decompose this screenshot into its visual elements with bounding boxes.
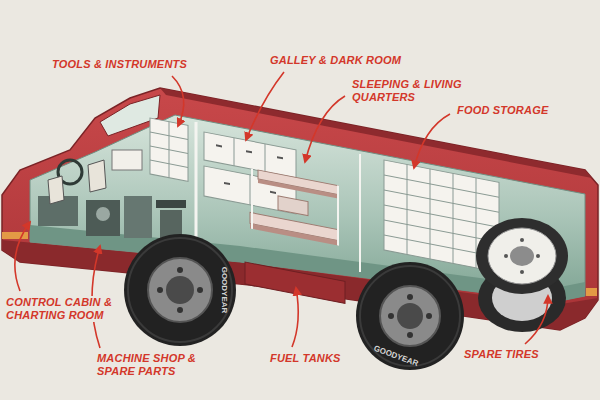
callout-label: SPARE TIRES <box>462 348 541 361</box>
bunk-beds <box>251 169 253 229</box>
rear-wheel <box>356 262 464 370</box>
partition-wall <box>196 122 360 272</box>
galley-cabinets <box>249 175 250 205</box>
spare-tire <box>536 254 540 258</box>
control-cabin <box>88 160 106 192</box>
fuel-tank <box>245 262 345 303</box>
rear-wheel <box>380 286 440 346</box>
leader-line <box>305 96 345 162</box>
rear-wheel <box>397 303 423 329</box>
machine-shop <box>86 196 186 240</box>
control-cabin <box>48 176 64 204</box>
front-wheel <box>124 234 236 346</box>
partition-wall <box>195 122 198 252</box>
callout-label: FUEL TANKS <box>268 352 343 365</box>
machine-shop <box>156 200 186 208</box>
vehicle-body <box>2 232 28 239</box>
bunk-beds <box>250 223 338 245</box>
tools-cabinet <box>150 118 188 181</box>
bunk-beds <box>258 179 338 199</box>
vehicle-body <box>586 288 597 296</box>
callout-label: TOOLS & INSTRUMENTS <box>50 58 189 71</box>
spare-tire <box>476 218 568 332</box>
callout-label: SLEEPING & LIVING QUARTERS <box>350 78 489 104</box>
food-storage <box>384 175 499 197</box>
rear-wheel <box>407 294 413 300</box>
callout-label: FOOD STORAGE <box>455 104 550 117</box>
front-wheel <box>128 238 232 342</box>
tire-brand: GOODYEAR <box>220 267 229 314</box>
spare-tire <box>504 254 508 258</box>
bunk-beds <box>250 168 338 245</box>
galley-cabinets <box>246 150 252 153</box>
front-wheel <box>177 267 183 273</box>
fuel-tank <box>245 262 345 303</box>
bunk-beds <box>278 196 308 216</box>
rear-wheel <box>356 262 464 370</box>
leader-line <box>414 114 450 168</box>
leader-line <box>292 288 298 347</box>
machine-shop <box>96 207 110 221</box>
front-wheel <box>177 307 183 313</box>
bunk-beds <box>337 186 339 246</box>
partition-wall <box>359 154 361 272</box>
food-storage <box>384 205 499 227</box>
galley-cabinets <box>216 144 222 147</box>
tools-cabinet <box>150 118 188 181</box>
leader-line <box>15 222 30 291</box>
rear-wheel <box>407 332 413 338</box>
food-storage <box>384 190 499 212</box>
spare-tire <box>520 270 524 274</box>
callout-label: GALLEY & DARK ROOM <box>268 54 403 67</box>
front-wheel <box>197 287 203 293</box>
spare-tire <box>510 246 534 266</box>
rear-wheel <box>426 313 432 319</box>
front-wheel <box>166 276 194 304</box>
spare-tire <box>520 238 524 242</box>
machine-shop <box>124 196 152 238</box>
galley-cabinets <box>233 138 234 166</box>
galley-cabinets <box>270 191 276 194</box>
galley-cabinets <box>264 144 265 172</box>
machine-shop <box>86 200 120 236</box>
tools-cabinet <box>168 122 169 178</box>
spare-tire <box>476 218 568 294</box>
galley-cabinets <box>277 156 283 159</box>
leader-line <box>172 76 184 126</box>
front-wheel <box>148 258 212 322</box>
callout-label: MACHINE SHOP & SPARE PARTS <box>95 352 221 378</box>
leader-line <box>525 296 548 344</box>
rear-wheel <box>388 313 394 319</box>
callout-label: CONTROL CABIN & CHARTING ROOM <box>4 296 120 322</box>
control-cabin <box>112 150 142 170</box>
front-wheel <box>157 287 163 293</box>
spare-tire <box>488 228 556 284</box>
leader-line <box>246 72 284 140</box>
galley-cabinets <box>224 182 230 185</box>
front-wheel <box>124 234 236 346</box>
